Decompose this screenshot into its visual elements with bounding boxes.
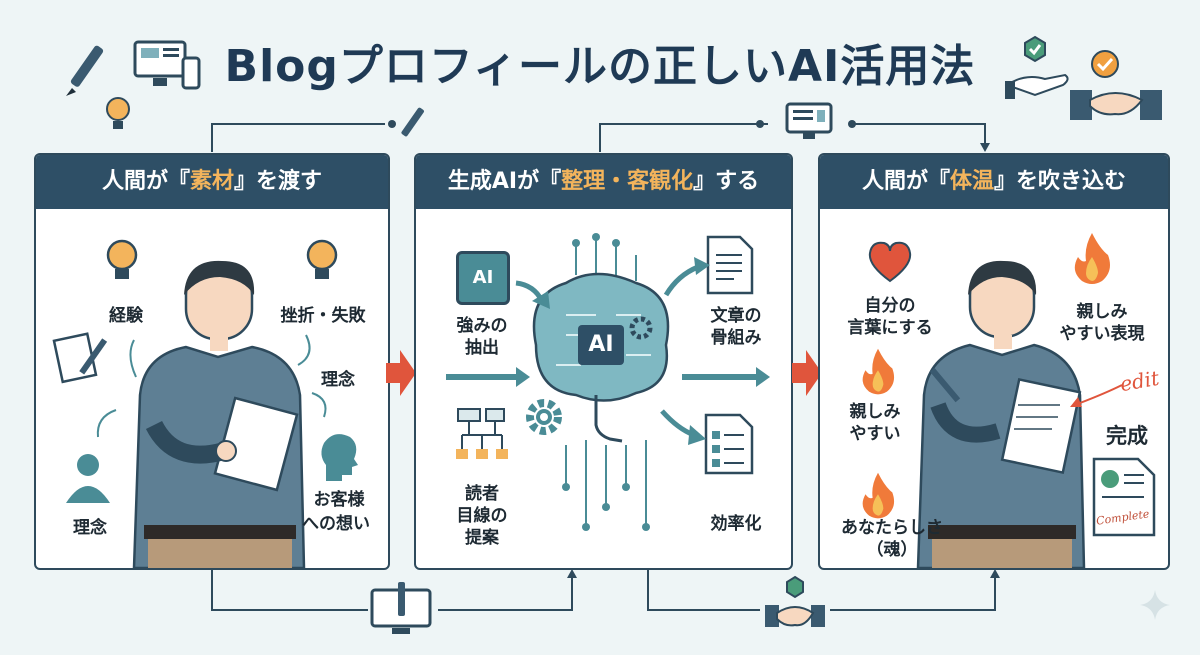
label-friendly-2: 親しみ xyxy=(849,402,901,422)
gear-icon xyxy=(526,399,562,435)
lightbulb-icon xyxy=(106,97,130,129)
pen-icon xyxy=(66,45,104,96)
panel-header: 人間が『体温』を吹き込む xyxy=(820,155,1168,209)
label-friendly-expression: やすい表現 xyxy=(1059,324,1145,344)
flame-icon xyxy=(862,472,895,519)
document-icon xyxy=(706,235,754,295)
handshake-badge-icon xyxy=(1070,50,1162,120)
header-text: 人間が『 xyxy=(861,169,950,194)
flow-arrows xyxy=(96,334,327,438)
label-yourself: あなたらしさ xyxy=(841,518,943,538)
label-skeleton: 骨組み xyxy=(710,328,762,348)
label-experience: 経験 xyxy=(109,306,143,326)
sparkle-icon xyxy=(1140,590,1170,620)
flame-icon xyxy=(862,348,895,395)
page-title: Blogプロフィールの正しいAI活用法 xyxy=(224,41,976,92)
header-text: 』を吹き込む xyxy=(994,169,1127,194)
computer-icon xyxy=(133,40,201,90)
header-highlight: 体温 xyxy=(949,169,994,194)
panel-header: 人間が『素材』を渡す xyxy=(36,155,388,209)
label-to-words: 言葉にする xyxy=(847,318,933,338)
label-easy: やすい xyxy=(849,424,901,444)
gear-icon xyxy=(629,316,653,340)
red-arrow-icon xyxy=(792,350,822,396)
label-proposal: 提案 xyxy=(465,528,499,548)
person-editing-illustration xyxy=(916,260,1086,568)
pen-icon xyxy=(401,107,424,137)
chip-label: AI xyxy=(472,267,494,288)
label-friendly: 親しみ xyxy=(1076,302,1128,322)
monitor-pen-icon xyxy=(370,582,432,634)
header-highlight: 整理・客観化 xyxy=(561,169,694,194)
header-text: 』する xyxy=(693,169,760,194)
label-complete: 完成 xyxy=(1106,424,1148,448)
label-customer: お客様 xyxy=(313,490,365,510)
label-philosophy-2: 理念 xyxy=(73,518,107,538)
head-profile-icon xyxy=(321,434,358,481)
flow-arrows xyxy=(446,257,770,445)
lightbulb-icon xyxy=(106,239,138,279)
notebook-icon xyxy=(52,332,108,384)
label-customer-thoughts: への想い xyxy=(302,514,370,534)
label-soul: （魂） xyxy=(866,540,918,560)
edit-arrow xyxy=(1070,384,1123,407)
panel-ai-organize: 生成AIが『整理・客観化』する AI AI xyxy=(414,153,793,570)
panel-human-material: 人間が『素材』を渡す 経験 挫折・失敗 理念 理念 xyxy=(34,153,390,570)
label-efficiency: 効率化 xyxy=(710,514,762,534)
handshake-icon xyxy=(765,575,825,627)
header-highlight: 素材 xyxy=(189,169,234,194)
flowchart-icon xyxy=(456,408,508,459)
label-strength: 強みの xyxy=(456,316,508,336)
checklist-document-icon xyxy=(704,413,754,475)
header-text: 生成AIが『 xyxy=(447,169,562,194)
user-icon xyxy=(66,454,110,503)
ai-chip-icon: AI xyxy=(456,251,510,305)
label-perspective: 目線の xyxy=(456,506,508,526)
panel-human-warmth: 人間が『体温』を吹き込む Complete edit 自分の xyxy=(818,153,1170,570)
heart-icon xyxy=(868,241,912,283)
panel-header: 生成AIが『整理・客観化』する xyxy=(416,155,791,209)
label-failure: 挫折・失敗 xyxy=(280,306,366,326)
label-philosophy: 理念 xyxy=(321,370,355,390)
monitor-icon xyxy=(785,102,833,139)
complete-document-icon xyxy=(1092,457,1156,537)
header-text: 人間が『 xyxy=(101,169,190,194)
label-own-words: 自分の xyxy=(864,296,916,316)
label-text: 文章の xyxy=(710,306,762,326)
flame-icon xyxy=(1074,233,1110,284)
red-arrow-icon xyxy=(386,350,416,396)
ai-brain-illustration xyxy=(532,233,670,531)
person-writing-illustration xyxy=(132,260,306,568)
header-text: 』を渡す xyxy=(234,169,323,194)
lightbulb-icon xyxy=(306,239,338,279)
brain-ai-label: AI xyxy=(588,332,614,357)
hand-check-icon xyxy=(1004,35,1069,99)
label-extract: 抽出 xyxy=(465,338,499,358)
label-reader: 読者 xyxy=(465,484,499,504)
